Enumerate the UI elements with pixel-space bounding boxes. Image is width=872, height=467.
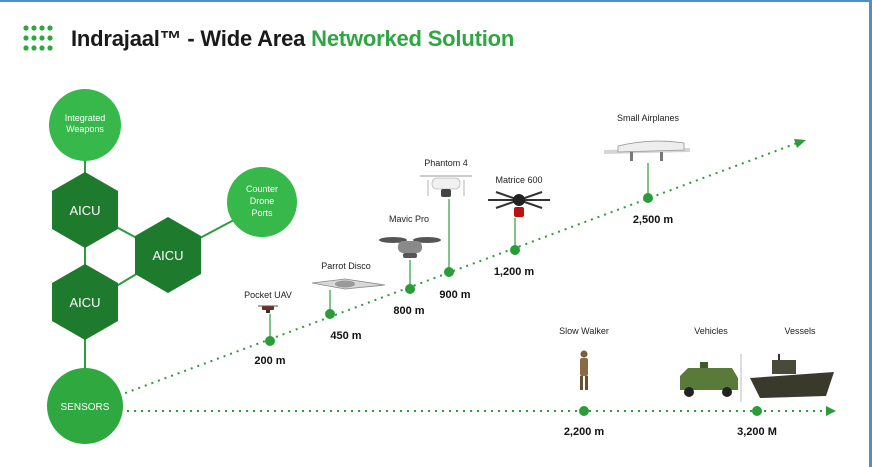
target-range: 3,200 M (737, 426, 777, 438)
target-vessels: Vessels 3,200 M (737, 326, 834, 438)
range-marker (510, 245, 520, 255)
ports-label-line2: Drone (250, 196, 275, 206)
aicu-hex-2 (135, 217, 201, 293)
target-name: Mavic Pro (389, 214, 429, 224)
ports-label-line3: Ports (251, 208, 273, 218)
ground-range-arrow-icon (826, 406, 836, 416)
small-airplane-icon (604, 140, 690, 161)
target-parrot-disco: Parrot Disco 450 m (311, 261, 386, 342)
target-name: Small Airplanes (617, 113, 680, 123)
sensors-label: SENSORS (61, 402, 110, 413)
target-mavic-pro: Mavic Pro 800 m (379, 214, 441, 317)
walker-icon (580, 350, 588, 390)
aicu-hex-3 (52, 264, 118, 340)
aicu-3-label: AICU (69, 295, 100, 310)
weapons-node (49, 89, 121, 161)
target-range: 2,500 m (633, 214, 674, 226)
target-slow-walker: Slow Walker 2,200 m (559, 326, 609, 438)
target-pocket-uav: Pocket UAV 200 m (244, 290, 292, 367)
vehicle-icon (680, 362, 738, 397)
range-marker (752, 406, 762, 416)
ports-label-line1: Counter (246, 184, 278, 194)
range-marker (444, 267, 454, 277)
target-phantom-4: Phantom 4 900 m (420, 158, 472, 301)
title-accent: Networked Solution (311, 26, 515, 51)
parrot-disco-icon (311, 278, 386, 290)
frame-right-border (869, 0, 872, 467)
target-name: Vehicles (694, 326, 728, 336)
target-name: Pocket UAV (244, 290, 292, 300)
air-range-arrow-icon (794, 139, 806, 148)
mavic-pro-icon (379, 237, 441, 258)
target-range: 450 m (330, 330, 361, 342)
weapons-label-line2: Weapons (66, 124, 104, 134)
aicu-hex-1 (52, 172, 118, 248)
range-marker (579, 406, 589, 416)
target-name: Phantom 4 (424, 158, 468, 168)
matrice-600-icon (488, 191, 550, 217)
phantom-4-icon (420, 175, 472, 197)
range-marker (265, 336, 275, 346)
target-range: 200 m (254, 355, 285, 367)
target-name: Matrice 600 (495, 175, 542, 185)
target-range: 1,200 m (494, 266, 535, 278)
ports-node (227, 167, 297, 237)
target-matrice-600: Matrice 600 1,200 m (488, 175, 550, 278)
weapons-label-line1: Integrated (65, 113, 106, 123)
range-marker (643, 193, 653, 203)
pocket-uav-icon (258, 305, 278, 313)
target-name: Parrot Disco (321, 261, 371, 271)
frame-top-border (0, 0, 872, 2)
brand-dots-icon (23, 25, 53, 51)
aicu-2-label: AICU (152, 248, 183, 263)
target-name: Vessels (784, 326, 816, 336)
range-marker (405, 284, 415, 294)
target-range: 800 m (393, 305, 424, 317)
target-vehicles: Vehicles (680, 326, 738, 397)
target-small-airplanes: Small Airplanes 2,500 m (604, 113, 690, 226)
aicu-1-label: AICU (69, 203, 100, 218)
page-title: Indrajaal™ - Wide Area Networked Solutio… (71, 26, 514, 52)
target-range: 2,200 m (564, 426, 605, 438)
title-main: Indrajaal™ - Wide Area (71, 26, 312, 51)
target-name: Slow Walker (559, 326, 609, 336)
range-marker (325, 309, 335, 319)
sensors-node (47, 368, 123, 444)
vessel-icon (750, 354, 834, 398)
target-range: 900 m (439, 289, 470, 301)
